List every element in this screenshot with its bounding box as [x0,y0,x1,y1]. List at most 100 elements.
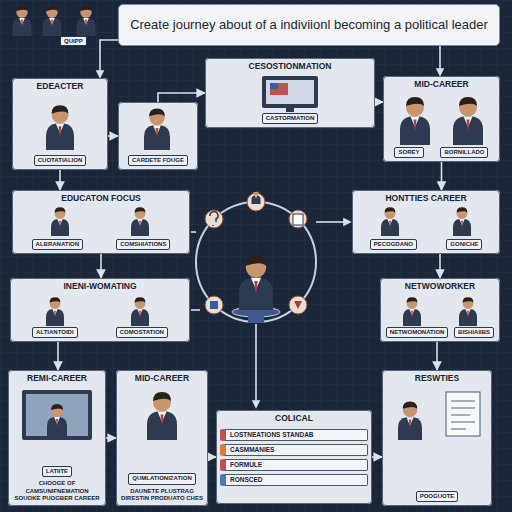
arrowhead [97,71,103,77]
name-plaque: GONICHE [446,239,482,250]
box-heading: CESOSTIONMATION [247,62,334,72]
layout-lines [97,40,443,407]
box-content: LATIITECHOOGE OF CAMSUNIFNEMATION SOUOKE… [12,466,102,502]
box-fill [116,370,208,506]
monitor-screen [266,80,314,104]
person-figure [459,297,477,326]
process-box: EDUCATON FOCUSALBRANATIONCOMSHIATIONS [12,190,190,254]
person-figure [453,97,483,145]
box-content: CUOTATIALION [16,155,104,166]
person-figure [46,105,74,150]
box-fills [8,58,500,506]
process-box: MID-CAREER SOREYBORNILLADO [383,76,500,162]
flow-arrow [59,170,61,190]
person-figure [47,404,67,436]
document [446,392,480,436]
ring-icon [289,210,307,228]
ring-icon [289,296,307,314]
name-plaque: CARDETE FOUGE [128,155,188,166]
flow-arrow [372,456,382,458]
process-box: CESOSTIONMATION CASTORMATION [205,58,375,128]
name-plaque: CASTORMATION [262,113,318,124]
person-figure [147,392,177,440]
name-plaque: QUMLATIONIZATION [128,473,195,484]
box-heading: MID-CAREER [133,374,191,384]
name-plaque: LATIITE [42,466,72,477]
flag-canton [270,83,278,89]
ring-line [255,324,257,402]
person-figure [46,297,64,326]
box-fill [216,410,372,504]
name-plaque: POOGUOTE [416,491,459,502]
process-box: COLICALLOSTNEATIONS STANDABCASMMANIESFOR… [216,410,372,504]
box-fill [8,370,106,506]
flow-arrow [208,456,216,458]
person-figure [453,207,471,236]
box-fill [118,102,198,170]
person-figure [144,108,170,150]
box-content: QUMLATIONIZATION DAUNETE PLUSTRAG DIRESTI… [120,473,204,502]
person-figure [131,207,149,236]
flow-arrow [441,162,443,190]
monitor-frame [262,76,318,108]
name-plaque: NETWOMONATION [386,327,449,338]
shield-symbol [294,301,302,309]
name-plaque: COMOSTATION [116,327,168,338]
person-figure [400,97,430,145]
box-heading: NETWOWORKER [403,282,477,292]
box-heading: INENI-WOMATING [61,282,138,292]
process-box: RESWTIESPOOGUOTE [382,370,492,506]
ring-icon [205,296,223,314]
box-content: SOREYBORNILLADO [387,147,496,158]
list-bar: RONSCED [220,474,368,486]
person-figure [77,6,96,36]
question-symbol [210,212,218,226]
document-lines [451,401,475,429]
person-figure [13,6,32,36]
name-plaque: COMSHIATIONS [116,239,170,250]
name-plaque: PECOGDANO [370,239,417,250]
process-box: NETWOWORKER NETWOMONATION BISHIAIIBS [380,278,500,342]
box-content: CASTORMATION [209,113,371,124]
title-line [100,40,118,72]
journey-ring [196,202,316,322]
list-bar: CASMMANIES [220,444,368,456]
flow-arrow [375,101,383,103]
flow-arrow [158,93,205,102]
flow-arrow [100,254,102,278]
box-fill [10,278,190,342]
title-line [439,46,441,70]
person-figure [252,190,261,204]
arrowhead [344,219,350,225]
box-body: DAUNETE PLUSTRAG DIRESTIN PRODUATO CHES [120,488,204,502]
flag [270,83,288,95]
name-plaque: ALBRANATION [32,239,84,250]
process-box: REMI-CAREERLATIITECHOOGE OF CAMSUNIFNEMA… [8,370,106,506]
process-box: EDEACTERCUOTATIALION [12,78,108,170]
person-figure [398,402,422,440]
name-plaque: BISHIAIIBS [454,327,494,338]
flow-arrow [439,254,441,278]
box-people [46,97,483,440]
screen-icon [22,390,92,440]
box-content: ALBRANATION COMSHIATIONS [16,239,186,250]
name-plaque: CUOTATIALION [34,155,86,166]
ring-icon [205,210,223,228]
monitor-stand [286,108,294,112]
title-text: Create journey about of a indiviionl bec… [122,17,496,33]
document-icon [446,392,480,436]
ring-line [191,309,200,311]
box-fill [383,76,500,162]
process-box: HONTTIES CAREERPECOGDANOGONICHE [352,190,500,254]
box-content: LOSTNEATIONS STANDABCASMMANIESFORMULERON… [220,429,368,487]
person-figure [43,6,62,36]
box-heading: MID-CAREER [412,80,470,90]
list-bar: FORMULE [220,459,368,471]
box-content: POOGUOTE [386,491,488,502]
screen-frame [22,390,92,440]
center-figure [196,190,316,323]
doc-symbol [293,214,303,225]
process-box: INENI-WOMATINGALTIANTOIDICOMOSTATION [10,278,190,342]
box-heading: COLICAL [273,414,315,424]
